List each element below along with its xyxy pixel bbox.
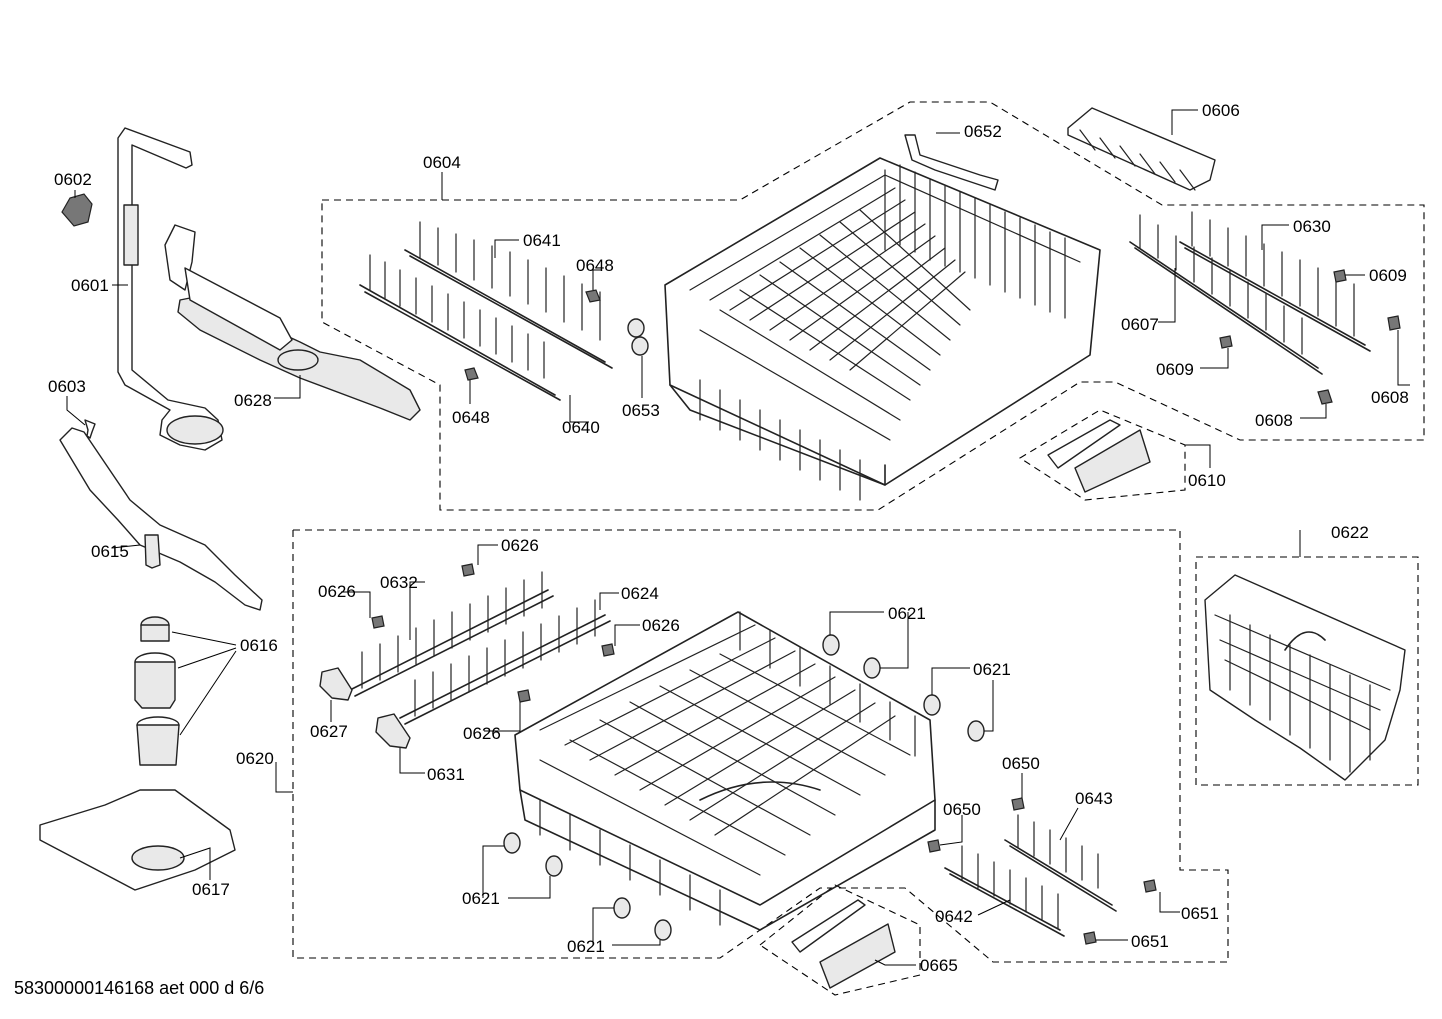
label-0608-right: 0608 bbox=[1371, 388, 1409, 407]
label-0617: 0617 bbox=[192, 880, 230, 899]
tine-row-0642 bbox=[944, 845, 1065, 937]
lower-rack-basket bbox=[514, 611, 936, 931]
tine-row-0643 bbox=[1004, 814, 1117, 912]
filter-cap-0602 bbox=[61, 193, 93, 227]
label-0643: 0643 bbox=[1075, 789, 1113, 808]
label-0621-top-right: 0621 bbox=[973, 660, 1011, 679]
label-0609-bottom: 0609 bbox=[1156, 360, 1194, 379]
clip-0626-d bbox=[517, 689, 531, 703]
spray-arm-0615 bbox=[59, 427, 263, 611]
label-0651-right: 0651 bbox=[1181, 904, 1219, 923]
lower-rack-group-outline bbox=[292, 529, 1229, 963]
filter-plate-0617 bbox=[39, 789, 236, 891]
label-0651-bottom: 0651 bbox=[1131, 932, 1169, 951]
spray-arm-0628 bbox=[164, 224, 421, 421]
label-0610: 0610 bbox=[1188, 471, 1226, 490]
label-0621-bottom-right: 0621 bbox=[567, 937, 605, 956]
tine-row-0630 bbox=[1179, 211, 1371, 352]
label-0606: 0606 bbox=[1202, 101, 1240, 120]
clip-0651-a bbox=[1143, 879, 1157, 893]
label-0641: 0641 bbox=[523, 231, 561, 250]
cup-shelf-0606 bbox=[1067, 107, 1216, 191]
cutlery-basket-0622 bbox=[1204, 574, 1406, 781]
label-0627: 0627 bbox=[310, 722, 348, 741]
clip-0650-a bbox=[1011, 797, 1025, 811]
label-0601: 0601 bbox=[71, 276, 109, 295]
upper-rack-group-outline bbox=[321, 101, 1425, 511]
rack-handle-0610-outline bbox=[1018, 409, 1186, 501]
label-0648-top: 0648 bbox=[576, 256, 614, 275]
tine-row-0624 bbox=[399, 599, 611, 725]
label-0607: 0607 bbox=[1121, 315, 1159, 334]
clip-0626-c bbox=[601, 643, 615, 657]
tine-row-0607 bbox=[1129, 214, 1323, 375]
clip-0648-upper bbox=[585, 289, 601, 303]
clip-0648-lower bbox=[464, 367, 479, 381]
holder-0627 bbox=[319, 667, 353, 701]
label-0640: 0640 bbox=[562, 418, 600, 437]
rack-handle-0610 bbox=[1047, 419, 1151, 493]
roller-0653 bbox=[627, 318, 649, 356]
tine-row-0640 bbox=[359, 254, 561, 401]
leader-lines bbox=[66, 109, 1410, 966]
rack-handle-0665 bbox=[791, 899, 896, 989]
label-0609-right: 0609 bbox=[1369, 266, 1407, 285]
filter-set-0616 bbox=[134, 616, 180, 766]
rack-handle-0665-outline bbox=[759, 884, 921, 996]
label-0653: 0653 bbox=[622, 401, 660, 420]
clip-0609-lower bbox=[1219, 335, 1233, 349]
screw-0603 bbox=[84, 419, 96, 439]
label-0626-b: 0626 bbox=[318, 582, 356, 601]
bracket-0652 bbox=[904, 134, 999, 191]
clip-0608-lower bbox=[1317, 389, 1333, 405]
label-0604: 0604 bbox=[423, 153, 461, 172]
label-0621-top-left: 0621 bbox=[888, 604, 926, 623]
clip-0626-a bbox=[461, 563, 475, 577]
clip-0651-b bbox=[1083, 931, 1097, 945]
label-0626-c: 0626 bbox=[642, 616, 680, 635]
label-0616: 0616 bbox=[240, 636, 278, 655]
label-0652: 0652 bbox=[964, 122, 1002, 141]
label-0621-bottom-left: 0621 bbox=[462, 889, 500, 908]
clip-0626-b bbox=[371, 615, 385, 629]
label-0603: 0603 bbox=[48, 377, 86, 396]
label-0624: 0624 bbox=[621, 584, 659, 603]
tine-row-0632 bbox=[349, 571, 554, 697]
label-0620: 0620 bbox=[236, 749, 274, 768]
cutlery-basket-group-outline bbox=[1195, 556, 1419, 786]
label-0628: 0628 bbox=[234, 391, 272, 410]
clip-0650-b bbox=[927, 839, 941, 853]
label-0602: 0602 bbox=[54, 170, 92, 189]
label-0632: 0632 bbox=[380, 573, 418, 592]
label-0615: 0615 bbox=[91, 542, 129, 561]
clip-0608-upper bbox=[1387, 315, 1401, 331]
label-0630: 0630 bbox=[1293, 217, 1331, 236]
label-0631: 0631 bbox=[427, 765, 465, 784]
label-0650-top: 0650 bbox=[1002, 754, 1040, 773]
upper-rack-basket bbox=[664, 157, 1101, 501]
tine-row-0641 bbox=[404, 221, 613, 369]
document-code: 58300000146168 aet 000 d 6/6 bbox=[14, 978, 265, 998]
clip-0609-upper bbox=[1333, 269, 1347, 283]
label-0626-d: 0626 bbox=[463, 724, 501, 743]
label-0608-bottom: 0608 bbox=[1255, 411, 1293, 430]
supply-pipe-0601 bbox=[117, 127, 224, 451]
label-0626-a: 0626 bbox=[501, 536, 539, 555]
label-0642: 0642 bbox=[935, 907, 973, 926]
label-0665: 0665 bbox=[920, 956, 958, 975]
holder-0631 bbox=[375, 713, 411, 749]
label-0648-bottom: 0648 bbox=[452, 408, 490, 427]
label-0650-bottom: 0650 bbox=[943, 800, 981, 819]
label-0622: 0622 bbox=[1331, 523, 1369, 542]
